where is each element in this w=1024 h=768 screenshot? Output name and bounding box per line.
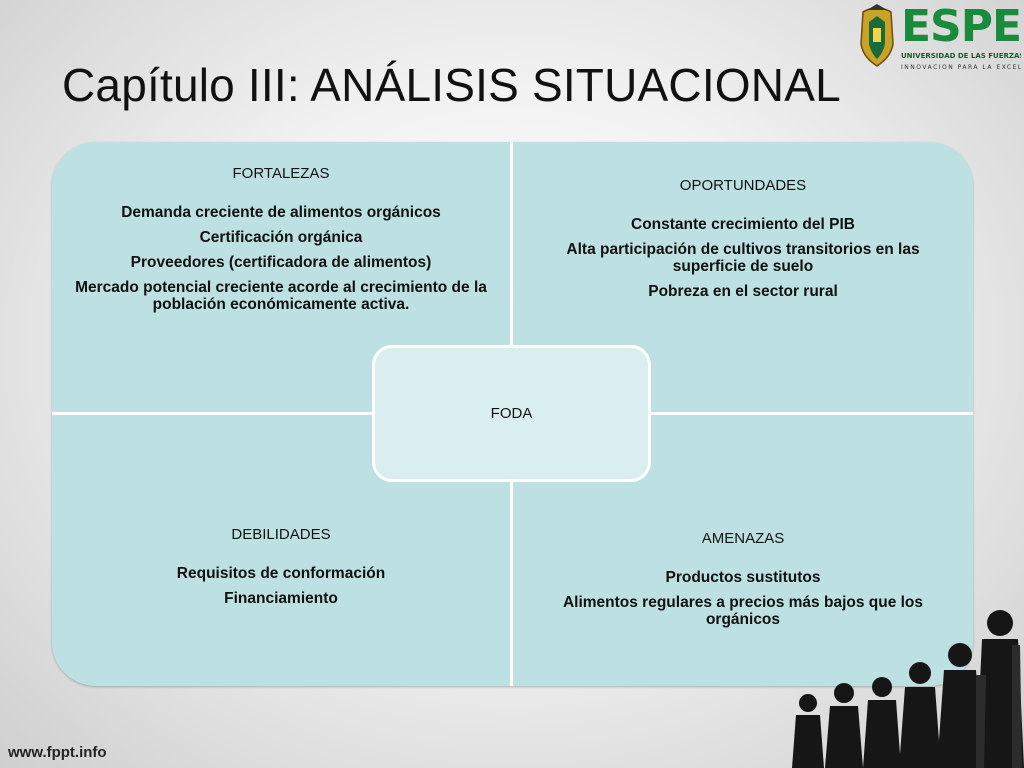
fortalezas-title: FORTALEZAS — [232, 165, 330, 182]
amenazas-list: Productos sustitutos Alimentos regulares… — [521, 569, 965, 628]
amenazas-title: AMENAZAS — [701, 530, 785, 547]
logo-subtitle: UNIVERSIDAD DE LAS FUERZAS ARMADAS — [901, 52, 1021, 60]
list-item: Financiamiento — [224, 590, 338, 607]
logo-brand: ESPE — [901, 1, 1022, 52]
slide-title: Capítulo III: ANÁLISIS SITUACIONAL — [62, 59, 841, 111]
fortalezas-list: Demanda creciente de alimentos orgánicos… — [60, 204, 502, 313]
list-item: Mercado potencial creciente acorde al cr… — [75, 279, 487, 313]
foda-center-label: FODA — [490, 405, 533, 422]
quadrant-fortalezas: FORTALEZAS Demanda creciente de alimento… — [52, 142, 510, 412]
list-item: Demanda creciente de alimentos orgánicos — [121, 204, 441, 221]
list-item: Certificación orgánica — [199, 229, 363, 246]
list-item: Proveedores (certificadora de alimentos) — [130, 254, 432, 271]
foda-center-box: FODA — [372, 345, 651, 482]
list-item: Pobreza en el sector rural — [648, 283, 838, 300]
business-people-silhouette-icon — [792, 610, 1024, 768]
list-item: Requisitos de conformación — [176, 565, 386, 582]
espe-logo: ESPE UNIVERSIDAD DE LAS FUERZAS ARMADAS … — [855, 2, 1024, 72]
foda-matrix: FORTALEZAS Demanda creciente de alimento… — [52, 142, 973, 686]
list-item: Constante crecimiento del PIB — [631, 216, 855, 233]
list-item: Alimentos regulares a precios más bajos … — [562, 594, 924, 628]
oportunidades-list: Constante crecimiento del PIB Alta parti… — [521, 216, 965, 300]
list-item: Productos sustitutos — [665, 569, 821, 586]
oportunidades-title: OPORTUNDADES — [679, 177, 807, 194]
debilidades-title: DEBILIDADES — [231, 526, 331, 543]
footer-url: www.fppt.info — [8, 744, 107, 761]
debilidades-list: Requisitos de conformación Financiamient… — [60, 565, 502, 607]
logo-motto: INNOVACIÓN PARA LA EXCELENCIA — [901, 64, 1023, 71]
university-crest-icon — [860, 4, 894, 67]
list-item: Alta participación de cultivos transitor… — [566, 241, 920, 275]
